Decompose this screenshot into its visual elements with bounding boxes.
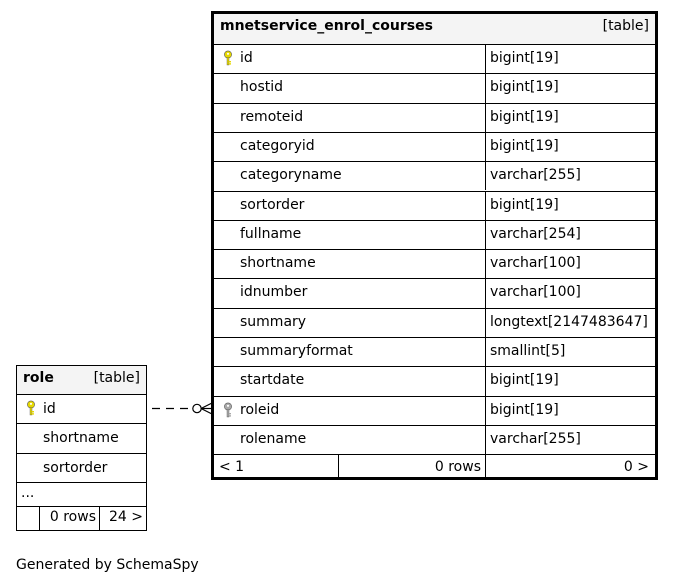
column-name: hostid <box>240 79 283 96</box>
column-type: bigint[19] <box>485 366 655 396</box>
column-name[interactable]: sortorder <box>17 452 146 482</box>
table-row[interactable] <box>214 366 655 395</box>
table-row[interactable] <box>214 102 655 132</box>
crowfoot-lower <box>200 407 213 415</box>
crowfoot-upper <box>200 402 213 410</box>
children-count[interactable]: 0 > <box>485 454 655 477</box>
parents-count[interactable] <box>17 505 39 530</box>
table-row[interactable] <box>214 395 655 425</box>
table-row[interactable] <box>214 131 655 161</box>
column-type: varchar[255] <box>485 424 655 455</box>
column-type: varchar[100] <box>485 249 655 279</box>
column-type: bigint[19] <box>485 131 655 162</box>
foreign-key-icon <box>223 402 233 422</box>
column-type: varchar[254] <box>485 219 655 250</box>
column-name: id <box>240 50 253 66</box>
column-name[interactable]: id <box>17 394 146 423</box>
table-row[interactable] <box>214 278 655 307</box>
column-name: startdate <box>240 372 305 389</box>
column-name: idnumber <box>240 284 308 301</box>
table-name: role <box>23 370 54 386</box>
column-type: smallint[5] <box>485 337 655 367</box>
generated-by-text: Generated by SchemaSpy <box>16 557 199 573</box>
table-kind: [table] <box>93 370 140 386</box>
table-row[interactable] <box>214 44 655 73</box>
table-row[interactable] <box>214 307 655 337</box>
column-type: longtext[2147483647] <box>485 307 655 337</box>
table-row[interactable] <box>214 190 655 220</box>
table-header-bg <box>214 14 655 44</box>
column-name: sortorder <box>240 196 305 213</box>
column-name: remoteid <box>240 108 304 125</box>
table-row[interactable] <box>214 249 655 278</box>
column-name: summaryformat <box>240 343 353 359</box>
column-name: shortname <box>240 255 316 272</box>
zero-cardinality-marker <box>192 403 202 414</box>
table-kind: [table] <box>602 18 649 34</box>
primary-key-icon <box>223 50 233 70</box>
table-name: mnetservice_enrol_courses <box>220 18 433 34</box>
row-count: 0 rows <box>338 454 485 477</box>
column-type: varchar[255] <box>485 161 655 191</box>
column-type: varchar[100] <box>485 278 655 308</box>
table-row[interactable] <box>214 73 655 102</box>
column-type: bigint[19] <box>485 73 655 103</box>
column-name: fullname <box>240 225 302 242</box>
table-row[interactable] <box>214 161 655 190</box>
column-name: categoryname <box>240 167 342 184</box>
column-name: rolename <box>240 430 307 447</box>
table-header-bg <box>17 366 146 394</box>
column-name: categoryid <box>240 137 315 154</box>
more-columns: ... <box>17 481 146 506</box>
table-row[interactable] <box>214 424 655 454</box>
row-count: 0 rows <box>39 505 99 530</box>
column-name: roleid <box>240 401 280 418</box>
column-name: summary <box>240 313 307 330</box>
primary-key-icon <box>26 400 36 420</box>
parents-count[interactable]: < 1 <box>214 454 338 477</box>
table-row[interactable] <box>214 219 655 249</box>
table-mnetservice-enrol-courses[interactable]: mnetservice_enrol_courses [table] id bigint… <box>211 11 658 480</box>
table-row[interactable] <box>214 337 655 366</box>
column-type: bigint[19] <box>485 190 655 220</box>
column-type: bigint[19] <box>485 102 655 132</box>
column-type: bigint[19] <box>485 395 655 425</box>
column-type: bigint[19] <box>485 44 655 74</box>
column-name[interactable]: shortname <box>17 423 146 452</box>
children-count[interactable]: 24 > <box>99 505 146 530</box>
